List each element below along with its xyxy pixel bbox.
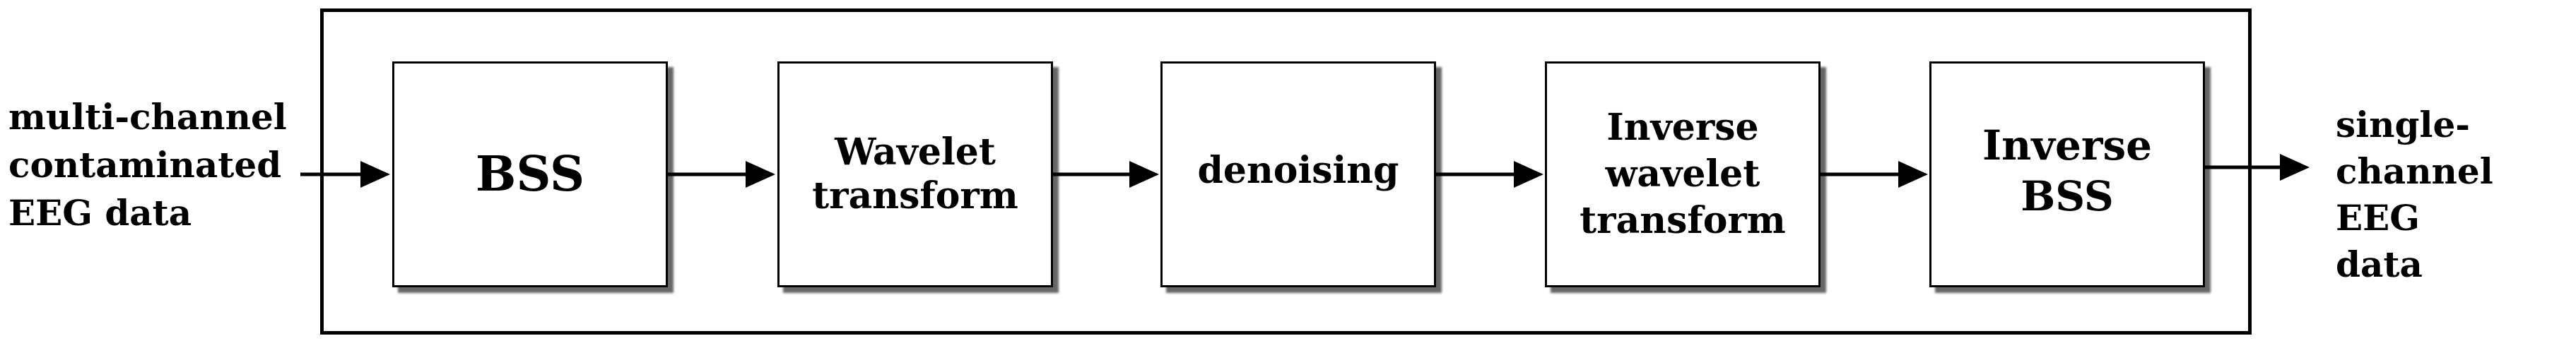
bss-block: BSS xyxy=(392,61,668,287)
wavelet-transform-block-label: Wavelet transform xyxy=(812,131,1018,217)
input-arrow xyxy=(300,161,390,188)
arrow-bss-to-wavelet xyxy=(668,161,775,188)
output-label: single- channel EEG data xyxy=(2336,104,2493,285)
output-arrow xyxy=(2205,154,2310,181)
arrow-wavelet-to-denoising xyxy=(1053,161,1159,188)
inverse-wavelet-transform-block: Inverse wavelet transform xyxy=(1545,61,1821,287)
denoising-block: denoising xyxy=(1160,61,1436,287)
inverse-bss-block-label: Inverse BSS xyxy=(1982,121,2152,220)
wavelet-transform-block: Wavelet transform xyxy=(777,61,1053,287)
pipeline-frame xyxy=(320,8,2252,335)
inverse-bss-block: Inverse BSS xyxy=(1929,61,2205,287)
bss-block-label: BSS xyxy=(475,146,585,203)
inverse-wavelet-transform-block-label: Inverse wavelet transform xyxy=(1580,106,1786,242)
arrow-inverse-wavelet-to-inverse-bss xyxy=(1821,161,1928,188)
arrow-denoising-to-inverse-wavelet xyxy=(1436,161,1543,188)
input-label: multi-channel contaminated EEG data xyxy=(8,96,287,234)
denoising-block-label: denoising xyxy=(1197,149,1399,192)
